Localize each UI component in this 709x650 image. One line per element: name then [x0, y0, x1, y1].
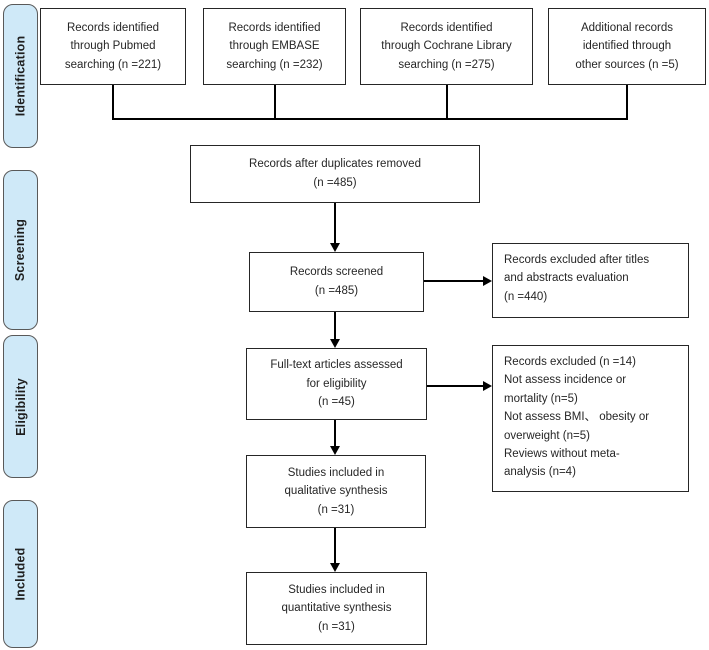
connector-cochrane-drop [446, 85, 448, 119]
flow-box-excluded-titles-abstracts: Records excluded after titles and abstra… [492, 243, 689, 318]
connector-merge-line [112, 118, 628, 120]
flow-box-cochrane: Records identified through Cochrane Libr… [360, 8, 533, 85]
flow-box-records-screened: Records screened (n =485) [249, 252, 424, 312]
flow-box-other-sources: Additional records identified through ot… [548, 8, 706, 85]
stage-label-included: Included [3, 500, 38, 648]
arrowhead-down-fulltext [330, 339, 340, 348]
connector-fulltext-excluded [427, 385, 484, 387]
connector-other-drop [626, 85, 628, 119]
connector-screened-fulltext [334, 312, 336, 340]
stage-label-included-text: Included [13, 547, 28, 601]
flow-box-qualitative-synthesis: Studies included in qualitative synthesi… [246, 455, 426, 528]
stage-label-eligibility-text: Eligibility [13, 377, 28, 436]
stage-label-screening: Screening [3, 170, 38, 330]
stage-label-identification: Identification [3, 4, 38, 148]
stage-label-identification-text: Identification [13, 35, 28, 117]
stage-label-screening-text: Screening [13, 218, 28, 282]
flow-box-duplicates-removed: Records after duplicates removed (n =485… [190, 145, 480, 203]
arrowhead-down-qualitative [330, 446, 340, 455]
flow-box-fulltext-assessed: Full-text articles assessed for eligibil… [246, 348, 427, 420]
connector-duplicates-screened [334, 203, 336, 244]
connector-pubmed-drop [112, 85, 114, 119]
connector-embase-drop [274, 85, 276, 119]
flow-box-pubmed: Records identified through Pubmed search… [40, 8, 186, 85]
flow-box-quantitative-synthesis: Studies included in quantitative synthes… [246, 572, 427, 645]
flow-box-embase: Records identified through EMBASE search… [203, 8, 346, 85]
stage-label-eligibility: Eligibility [3, 335, 38, 478]
connector-screened-excluded [424, 280, 484, 282]
arrowhead-right-excluded-fulltext [483, 381, 492, 391]
connector-fulltext-qualitative [334, 420, 336, 447]
flow-box-excluded-fulltext: Records excluded (n =14) Not assess inci… [492, 345, 689, 492]
arrowhead-down-quantitative [330, 563, 340, 572]
arrowhead-down-screened [330, 243, 340, 252]
connector-qualitative-quantitative [334, 528, 336, 564]
arrowhead-right-excluded-titles [483, 276, 492, 286]
